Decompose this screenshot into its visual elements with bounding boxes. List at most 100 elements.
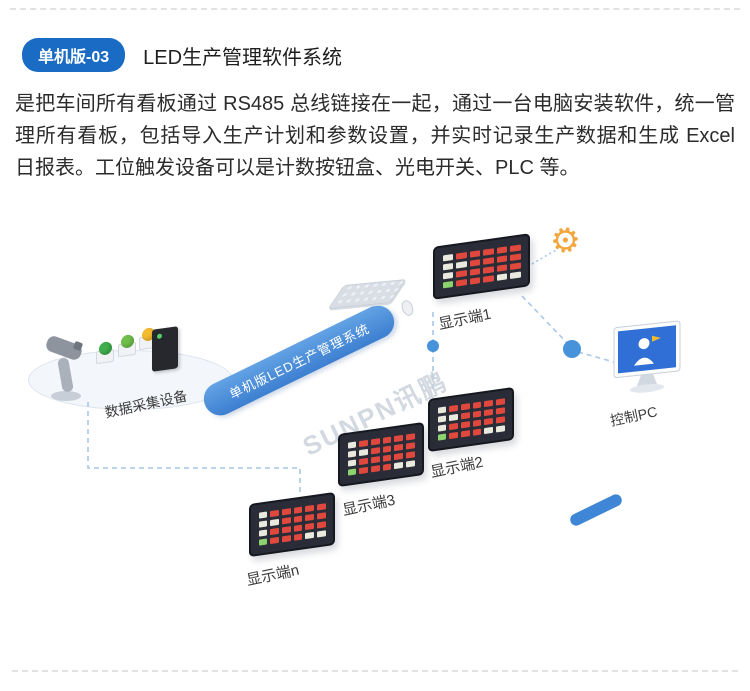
led-cell (472, 419, 482, 427)
led-cell (456, 270, 467, 278)
led-cell (382, 445, 392, 453)
led-grid (441, 244, 522, 289)
led-cell (281, 526, 291, 534)
led-cell (347, 459, 357, 467)
led-cell (281, 517, 291, 525)
led-cell (281, 508, 291, 516)
led-cell (495, 425, 505, 433)
led-cell (456, 261, 467, 269)
led-cell (258, 529, 268, 537)
led-cell (472, 401, 482, 409)
led-cell (382, 454, 392, 462)
led-cell (449, 404, 458, 413)
led-grid (346, 433, 416, 476)
photoelectric-device-icon (152, 326, 178, 372)
led-cell (484, 417, 493, 426)
led-cell (305, 522, 314, 531)
description-text: 是把车间所有看板通过 RS485 总线链接在一起，通过一台电脑安装软件，统一管理… (15, 93, 735, 179)
led-cell (460, 430, 470, 438)
led-cell (495, 416, 505, 424)
top-divider (10, 8, 740, 10)
led-cell (472, 428, 482, 436)
led-cell (405, 433, 415, 441)
led-cell (347, 468, 357, 476)
led-cell (370, 447, 380, 455)
led-cell (469, 259, 480, 267)
led-cell (442, 272, 453, 280)
led-cell (270, 509, 279, 518)
led-cell (293, 533, 303, 541)
led-cell (270, 527, 279, 536)
header: 单机版-03 LED生产管理软件系统 (0, 10, 750, 72)
led-cell (316, 521, 326, 529)
led-cell (456, 279, 467, 287)
led-cell (293, 524, 303, 532)
led-cell (270, 518, 279, 527)
led-cell (405, 442, 415, 450)
led-cell (449, 413, 458, 422)
led-cell (305, 513, 314, 522)
led-cell (510, 253, 521, 261)
led-cell (359, 439, 368, 448)
led-cell (496, 273, 507, 281)
led-cell (495, 398, 505, 406)
led-cell (449, 422, 458, 431)
trigger-button-green-icon (96, 348, 114, 365)
led-cell (442, 254, 453, 262)
led-grid (257, 503, 327, 546)
led-cell (370, 456, 380, 464)
led-cell (437, 424, 447, 432)
led-cell (258, 520, 268, 528)
led-cell (483, 275, 494, 283)
led-cell (281, 535, 291, 543)
led-cell (437, 406, 447, 414)
led-cell (394, 452, 403, 461)
led-cell (469, 250, 480, 258)
led-cell (370, 465, 380, 473)
trigger-button-green2-icon (118, 341, 136, 358)
led-cell (258, 538, 268, 546)
led-cell (495, 407, 505, 415)
bus-node-dot (427, 340, 439, 352)
led-cell (483, 266, 494, 274)
led-cell (316, 530, 326, 538)
led-cell (510, 244, 521, 252)
led-cell (469, 277, 480, 285)
led-cell (460, 403, 470, 411)
led-cell (460, 412, 470, 420)
bottom-divider (12, 670, 738, 672)
connection-lines (87, 249, 615, 496)
led-cell (316, 512, 326, 520)
control-pc-icon (613, 320, 681, 393)
barcode-scanner-icon (46, 336, 83, 401)
led-cell (382, 463, 392, 471)
led-cell (394, 434, 403, 443)
led-cell (483, 248, 494, 256)
led-cell (472, 410, 482, 418)
led-cell (394, 443, 403, 452)
led-cell (370, 438, 380, 446)
led-cell (460, 421, 470, 429)
led-cell (347, 441, 357, 449)
led-grid (436, 398, 506, 441)
led-cell (359, 457, 368, 466)
led-cell (484, 426, 493, 435)
led-cell (293, 506, 303, 514)
led-cell (496, 246, 507, 254)
led-cell (449, 431, 458, 440)
led-cell (359, 466, 368, 475)
led-cell (484, 399, 493, 408)
led-cell (510, 262, 521, 270)
led-cell (484, 408, 493, 417)
led-cell (305, 504, 314, 513)
led-cell (483, 257, 494, 265)
led-cell (293, 515, 303, 523)
page-title: LED生产管理软件系统 (143, 46, 343, 69)
led-cell (510, 271, 521, 279)
led-cell (305, 531, 314, 540)
system-diagram: SUNPN讯鹏 单机版LED生产管理系统 ⚙ 数据采集设备 显示端1 显示端2 … (0, 212, 750, 664)
led-cell (442, 263, 453, 271)
led-cell (405, 460, 415, 468)
led-cell (469, 268, 480, 276)
pc-node-dot (563, 340, 581, 358)
